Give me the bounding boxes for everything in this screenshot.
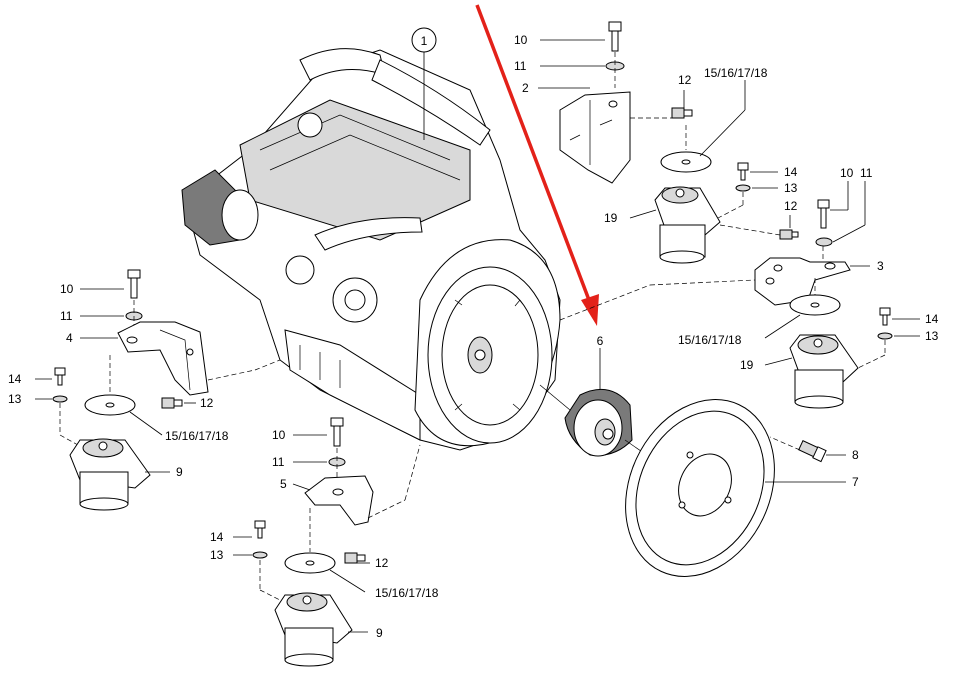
callout-label: 13 [925,329,939,343]
callout-label: 8 [852,448,859,462]
callout-label: 14 [784,165,798,179]
coupling-part: 6 [564,334,633,457]
callout-label: 15/16/17/18 [165,429,229,443]
callout-label: 15/16/17/18 [704,66,768,80]
callout-label: 12 [678,73,692,87]
callout-label: 7 [852,475,859,489]
callout-1: 1 [411,27,437,140]
left-mount-group: 10 11 4 12 14 13 15/16/17/ [8,269,281,511]
callout-label: 14 [210,530,224,544]
callout-label: 10 [272,428,286,442]
callout-label: 11 [514,59,527,73]
engine-block [181,48,561,451]
callout-label: 12 [375,556,389,570]
callout-label: 19 [740,358,754,372]
callout-label: 6 [597,334,604,348]
callout-label: 9 [376,626,383,640]
callout-label: 12 [784,199,798,213]
red-arrow [475,4,599,326]
callout-label: 11 [860,166,873,180]
callout-label: 13 [8,392,22,406]
callout-label: 3 [877,259,884,273]
right-mount-group: 12 10 11 3 15/16/17/18 [678,166,939,409]
callout-label: 15/16/17/18 [678,333,742,347]
callout-label: 13 [210,548,224,562]
callout-label: 15/16/17/18 [375,586,439,600]
flex-bolt: 8 [769,436,859,463]
bottom-mount-group: 10 11 5 12 14 13 15/16/17/18 [210,417,439,667]
callout-label: 11 [60,309,73,323]
flex-plate: 7 [625,399,859,577]
callout-label: 13 [784,181,798,195]
callout-label: 19 [604,211,618,225]
callout-label: 10 [514,33,528,47]
callout-label: 2 [522,81,529,95]
callout-label: 10 [840,166,854,180]
callout-label: 10 [60,282,74,296]
callout-label: 4 [66,331,73,345]
callout-label: 12 [200,396,214,410]
callout-label: 14 [8,372,22,386]
callout-label: 14 [925,312,939,326]
top-mount-group: 10 11 2 12 15/16/17/18 19 [514,21,798,264]
callout-label: 9 [176,465,183,479]
callout-label: 1 [421,34,428,48]
callout-label: 5 [280,477,287,491]
callout-label: 11 [272,455,285,469]
